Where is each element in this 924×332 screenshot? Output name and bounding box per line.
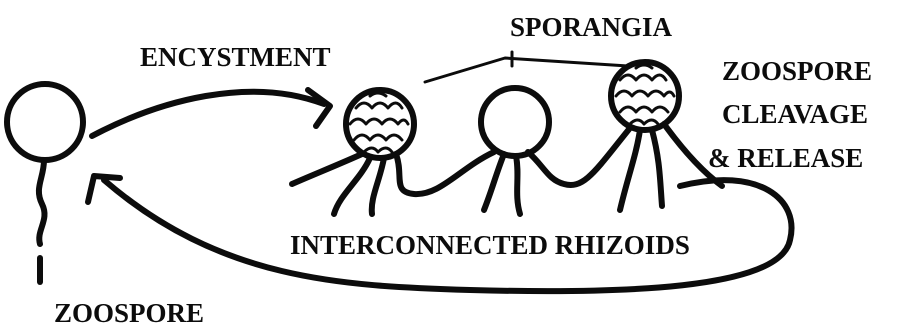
sporangium-3 <box>611 62 679 130</box>
label-zoospore-cleavage-3: & RELEASE <box>708 143 863 173</box>
label-zoospore-cleavage-2: CLEAVAGE <box>722 99 868 129</box>
sporangium-1 <box>346 90 414 158</box>
zoospore <box>7 84 83 282</box>
encystment-arrow <box>92 90 330 136</box>
label-interconnected-rhizoids: INTERCONNECTED RHIZOIDS <box>290 230 690 260</box>
sporangium-2 <box>481 88 549 156</box>
label-sporangia: SPORANGIA <box>510 12 673 42</box>
zoospore-cell <box>7 84 83 160</box>
label-encystment: ENCYSTMENT <box>140 42 331 72</box>
zoospore-flagellum <box>39 160 45 244</box>
sporangia-bracket <box>425 52 628 82</box>
label-zoospore: ZOOSPORE <box>54 298 204 328</box>
label-zoospore-cleavage-1: ZOOSPORE <box>722 56 872 86</box>
